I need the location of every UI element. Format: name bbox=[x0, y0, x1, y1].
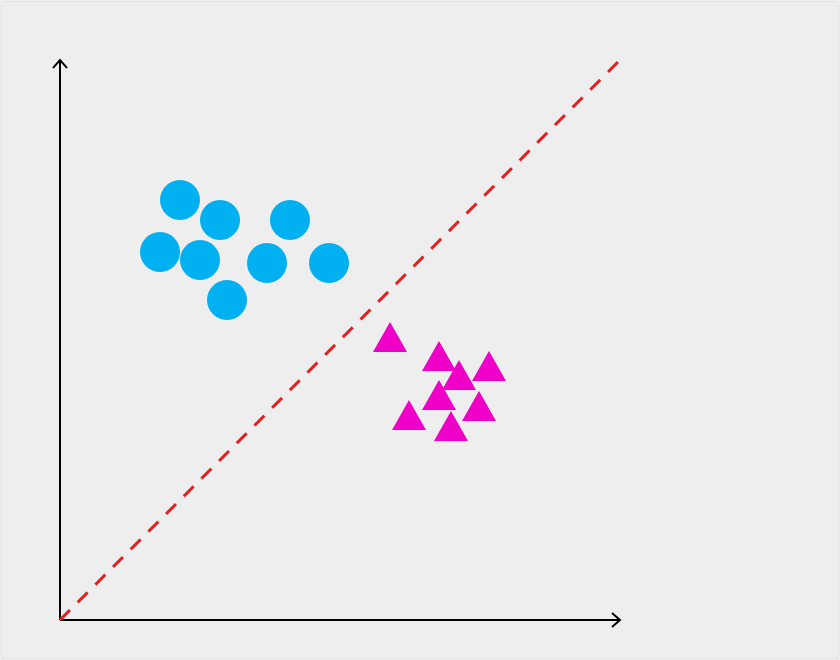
circle-point bbox=[180, 240, 220, 280]
circle-point bbox=[200, 200, 240, 240]
triangle-point bbox=[462, 391, 496, 421]
y-axis-arrowhead bbox=[52, 58, 68, 69]
triangle-point bbox=[472, 351, 506, 381]
triangle-point bbox=[422, 341, 456, 371]
circle-point bbox=[207, 280, 247, 320]
circle-point bbox=[140, 232, 180, 272]
triangle-point bbox=[422, 380, 456, 410]
series-markers bbox=[140, 180, 506, 441]
triangle-point bbox=[442, 360, 476, 390]
x-axis-arrowhead bbox=[611, 612, 622, 628]
circle-point bbox=[309, 243, 349, 283]
circle-point bbox=[247, 243, 287, 283]
circle-point bbox=[270, 200, 310, 240]
decision-boundary-line bbox=[58, 58, 622, 622]
triangle-point bbox=[373, 322, 407, 352]
triangle-point bbox=[392, 400, 426, 430]
triangle-point bbox=[434, 411, 468, 441]
circle-point bbox=[160, 180, 200, 220]
